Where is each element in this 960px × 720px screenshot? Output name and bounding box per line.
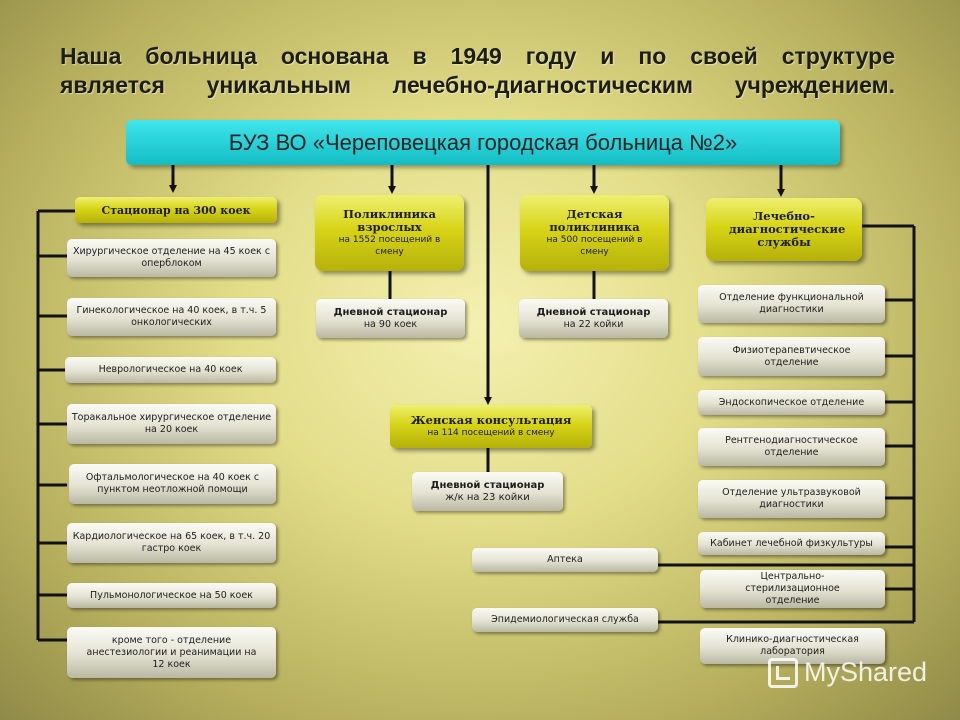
watermark: MyShared xyxy=(768,657,927,688)
list-item-text: Пульмонологическое на 50 коек xyxy=(90,589,253,601)
diag-item-functional: Отделение функциональной диагностики xyxy=(698,285,885,323)
list-item-text: Неврологическое на 40 коек xyxy=(98,364,243,375)
watermark-text: MyShared xyxy=(804,657,928,687)
list-item-text: Эндоскопическое отделение xyxy=(718,396,865,408)
women-day-sub: ж/к на 23 койки xyxy=(445,491,530,503)
poly-child-day-title: Дневной стационар xyxy=(536,306,651,318)
diag-item-physical-therapy: Кабинет лечебной физкультуры xyxy=(698,532,885,555)
stationar-item-cardiology: Кардиологическое на 65 коек, в т.ч. 20 г… xyxy=(67,523,276,563)
list-item-text: Физиотерапевтическое отделение xyxy=(732,344,851,368)
poly-adult-day: Дневной стационар на 90 коек xyxy=(316,299,465,338)
list-item-text: Кардиологическое на 65 коек, в т.ч. 20 г… xyxy=(72,531,271,554)
heading-line-1: Наша больница основана в 1949 году и по … xyxy=(60,43,895,69)
women-consultation-box: Женская консультация на 114 посещений в … xyxy=(390,405,592,448)
list-item-text: Отделение ультразвуковой диагностики xyxy=(722,487,861,510)
poly-child-title: Детская поликлиника xyxy=(549,207,640,234)
poly-child-box: Детская поликлиника на 500 посещений в с… xyxy=(520,195,669,271)
women-day-title: Дневной стационар xyxy=(430,479,545,491)
stationar-item-surgery: Хирургическое отделение на 45 коек с опе… xyxy=(67,239,276,277)
list-item-text: Клинико-диагностическая лаборатория xyxy=(726,634,859,657)
stationar-item-thoracic: Торакальное хирургическое отделение на 2… xyxy=(67,404,276,444)
women-sub: на 114 посещений в смену xyxy=(427,428,555,438)
poly-child-day: Дневной стационар на 22 койки xyxy=(519,299,668,338)
poly-child-sub: на 500 посещений в смену xyxy=(546,235,643,257)
women-title: Женская консультация xyxy=(410,413,572,427)
root-organization: БУЗ ВО «Череповецкая городская больница … xyxy=(126,120,840,165)
stationar-item-ophthalmology: Офтальмологическое на 40 коек с пунктом … xyxy=(69,464,276,504)
list-item-text: Кабинет лечебной физкультуры xyxy=(710,537,873,549)
heading-line-2: является уникальным лечебно-диагностичес… xyxy=(60,72,895,98)
page-heading: Наша больница основана в 1949 году и по … xyxy=(60,42,895,100)
list-item-text: Гинекологическое на 40 коек, в т.ч. 5 он… xyxy=(76,305,267,328)
list-item-text: Рентгенодиагностическое отделение xyxy=(725,435,858,458)
list-item-text: Хирургическое отделение на 45 коек с опе… xyxy=(72,246,271,269)
stationar-item-gynecology: Гинекологическое на 40 коек, в т.ч. 5 он… xyxy=(67,298,276,336)
stationar-title: Стационар на 300 коек xyxy=(101,203,251,217)
diag-item-physio: Физиотерапевтическое отделение xyxy=(698,337,885,376)
poly-adult-box: Поликлиника взрослых на 1552 посещений в… xyxy=(315,195,464,271)
women-day: Дневной стационар ж/к на 23 койки xyxy=(412,472,563,511)
stationar-item-pulmonology: Пульмонологическое на 50 коек xyxy=(67,583,276,608)
list-item-text: Торакальное хирургическое отделение на 2… xyxy=(71,412,272,435)
list-item-text: Центрально-стерилизационное отделение xyxy=(745,571,840,606)
list-item-text: Отделение функциональной диагностики xyxy=(719,292,864,315)
poly-adult-day-title: Дневной стационар xyxy=(333,306,448,318)
diag-item-sterilization: Центрально-стерилизационное отделение xyxy=(700,570,885,608)
list-item-text: Офтальмологическое на 40 коек с пунктом … xyxy=(85,472,260,495)
poly-child-day-sub: на 22 койки xyxy=(563,318,624,330)
poly-adult-sub: на 1552 посещений в смену xyxy=(338,235,441,257)
stationar-item-neurology: Неврологическое на 40 коек xyxy=(65,357,276,383)
presentation-icon xyxy=(768,657,798,688)
pharmacy-label: Аптека xyxy=(547,554,583,565)
epidemiology-box: Эпидемиологическая служба xyxy=(472,608,658,632)
stationar-item-anesthesiology: кроме того - отделение анестезиологии и … xyxy=(67,627,276,678)
diag-item-ultrasound: Отделение ультразвуковой диагностики xyxy=(698,480,885,518)
diag-services-title: Лечебно-диагностические службы xyxy=(729,209,846,249)
pharmacy-box: Аптека xyxy=(472,548,658,572)
diag-item-endoscopy: Эндоскопическое отделение xyxy=(698,390,885,415)
epidemiology-label: Эпидемиологическая служба xyxy=(491,614,639,625)
list-item-text: кроме того - отделение анестезиологии и … xyxy=(86,634,257,670)
stationar-header: Стационар на 300 коек xyxy=(75,197,277,223)
poly-adult-day-sub: на 90 коек xyxy=(363,318,418,330)
diag-services-box: Лечебно-диагностические службы xyxy=(706,198,862,261)
poly-adult-title: Поликлиника взрослых xyxy=(343,207,436,234)
diag-item-xray: Рентгенодиагностическое отделение xyxy=(698,428,885,466)
